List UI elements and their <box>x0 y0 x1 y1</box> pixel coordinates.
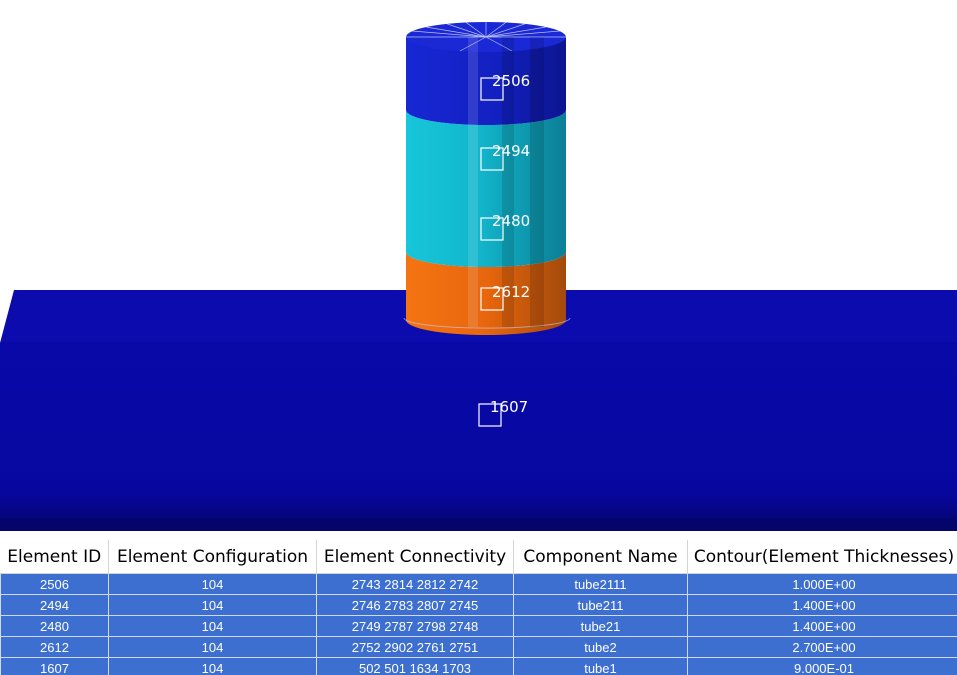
element-label-2506: 2506 <box>492 72 530 90</box>
cell-element-configuration: 104 <box>108 657 317 675</box>
table-row[interactable]: 1607 104 502 501 1634 1703 tube1 9.000E-… <box>0 657 957 675</box>
column-header-element-id[interactable]: Element ID <box>0 540 109 574</box>
element-marker-2494[interactable]: 2494 <box>480 142 530 171</box>
table-row[interactable]: 2612 104 2752 2902 2761 2751 tube2 2.700… <box>0 636 957 658</box>
column-header-element-connectivity[interactable]: Element Connectivity <box>316 540 514 574</box>
cell-contour: 1.400E+00 <box>687 615 957 637</box>
cell-element-configuration: 104 <box>108 594 317 616</box>
table-header-row: Element ID Element Configuration Element… <box>0 540 957 574</box>
cell-component-name: tube1 <box>513 657 688 675</box>
table-row[interactable]: 2480 104 2749 2787 2798 2748 tube21 1.40… <box>0 615 957 637</box>
cell-element-connectivity: 2752 2902 2761 2751 <box>316 636 514 658</box>
element-info-panel: Element ID Element Configuration Element… <box>0 540 957 675</box>
cell-contour: 1.000E+00 <box>687 573 957 595</box>
cell-element-connectivity: 2743 2814 2812 2742 <box>316 573 514 595</box>
model-canvas[interactable]: 2506 2494 2480 2612 1607 <box>0 0 957 540</box>
cell-element-id: 2612 <box>0 636 109 658</box>
cell-component-name: tube2 <box>513 636 688 658</box>
cell-contour: 9.000E-01 <box>687 657 957 675</box>
band-tube2[interactable] <box>403 252 571 335</box>
band-tube211-tube21[interactable] <box>406 110 566 267</box>
element-marker-1607[interactable]: 1607 <box>478 398 528 427</box>
cell-contour: 2.700E+00 <box>687 636 957 658</box>
element-info-table: Element ID Element Configuration Element… <box>0 540 957 675</box>
column-header-contour[interactable]: Contour(Element Thicknesses) <box>687 540 957 574</box>
column-header-component-name[interactable]: Component Name <box>513 540 688 574</box>
element-marker-2480[interactable]: 2480 <box>480 212 530 241</box>
cell-element-configuration: 104 <box>108 615 317 637</box>
band-tube2111[interactable] <box>406 22 566 125</box>
cap-mesh-lines <box>406 22 566 52</box>
cylinder-facets <box>468 37 544 327</box>
cell-element-configuration: 104 <box>108 573 317 595</box>
tube-cylinder[interactable] <box>403 22 571 335</box>
cell-element-id: 1607 <box>0 657 109 675</box>
column-header-element-configuration[interactable]: Element Configuration <box>108 540 317 574</box>
cell-element-configuration: 104 <box>108 636 317 658</box>
plate-tube1[interactable] <box>0 290 957 531</box>
table-row[interactable]: 2494 104 2746 2783 2807 2745 tube211 1.4… <box>0 594 957 616</box>
cell-component-name: tube2111 <box>513 573 688 595</box>
element-label-2480: 2480 <box>492 212 530 230</box>
element-marker-2506[interactable]: 2506 <box>480 72 530 101</box>
element-label-2494: 2494 <box>492 142 530 160</box>
element-marker-2612[interactable]: 2612 <box>480 283 530 311</box>
element-label-2612: 2612 <box>492 283 530 301</box>
model-viewport[interactable]: 2506 2494 2480 2612 1607 <box>0 0 957 540</box>
cell-component-name: tube21 <box>513 615 688 637</box>
element-label-1607: 1607 <box>490 398 528 416</box>
cell-component-name: tube211 <box>513 594 688 616</box>
cell-contour: 1.400E+00 <box>687 594 957 616</box>
cell-element-connectivity: 2746 2783 2807 2745 <box>316 594 514 616</box>
table-row[interactable]: 2506 104 2743 2814 2812 2742 tube2111 1.… <box>0 573 957 595</box>
cell-element-connectivity: 502 501 1634 1703 <box>316 657 514 675</box>
cell-element-id: 2506 <box>0 573 109 595</box>
cell-element-connectivity: 2749 2787 2798 2748 <box>316 615 514 637</box>
cell-element-id: 2494 <box>0 594 109 616</box>
cell-element-id: 2480 <box>0 615 109 637</box>
